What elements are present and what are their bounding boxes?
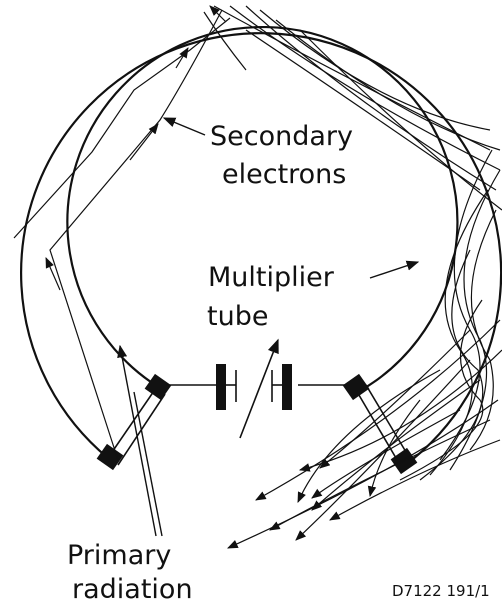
exit-path-7: [329, 439, 501, 521]
left-emitter-wall-a: [107, 387, 157, 459]
exit-path-4: [295, 359, 471, 541]
battery-symbol: [216, 364, 292, 410]
secondary-label-line1: Secondary: [210, 121, 353, 152]
primary-label-line1: Primary: [67, 540, 171, 571]
right-inner-electrode: [342, 373, 370, 401]
variable-resistor-arrow: [239, 338, 279, 439]
primary-leader-a: [117, 344, 157, 537]
bundle-4: [419, 249, 484, 481]
primary-label-line2: radiation: [72, 574, 193, 605]
bundle-5: [469, 209, 497, 451]
traj-branch-a: [13, 17, 231, 239]
fan-path-6: [299, 29, 502, 211]
outer-tube-wall: [20, 32, 502, 467]
traj-arrow-1: [45, 257, 61, 291]
bundle-3: [429, 189, 489, 476]
exit-path-8: [367, 399, 421, 498]
fan-path-4: [259, 9, 491, 131]
fan-path-1: [213, 5, 491, 151]
traj-arrow-2: [129, 123, 159, 161]
traj-arrow-3: [175, 47, 189, 69]
secondary-leader: [162, 117, 206, 136]
figure-reference: D7122 191/1: [392, 582, 490, 600]
traj-branch-b: [203, 11, 247, 71]
inner-tube-wall: [66, 25, 459, 393]
fan-path-2: [229, 5, 501, 171]
fan-path-3: [245, 5, 497, 191]
exit-path-6: [269, 419, 491, 531]
multiplier-leader: [369, 260, 420, 279]
secondary-electron-path-main: [49, 9, 223, 461]
primary-leader-b: [133, 391, 163, 537]
fan-path-5: [275, 19, 501, 151]
exit-path-10: [311, 409, 461, 499]
secondary-label-line2: electrons: [222, 159, 346, 190]
multiplier-label-line1: Multiplier: [208, 262, 335, 293]
traj-arrow-4: [209, 5, 227, 23]
left-inner-electrode: [144, 373, 172, 401]
exit-path-11: [319, 329, 471, 469]
fan-path-7: [245, 29, 481, 191]
bundle-1: [439, 149, 493, 461]
left-outer-electrode: [96, 443, 124, 471]
exit-path-1: [255, 319, 501, 501]
multiplier-label-line2: tube: [207, 301, 268, 332]
right-emitter-wall-b: [365, 384, 407, 453]
